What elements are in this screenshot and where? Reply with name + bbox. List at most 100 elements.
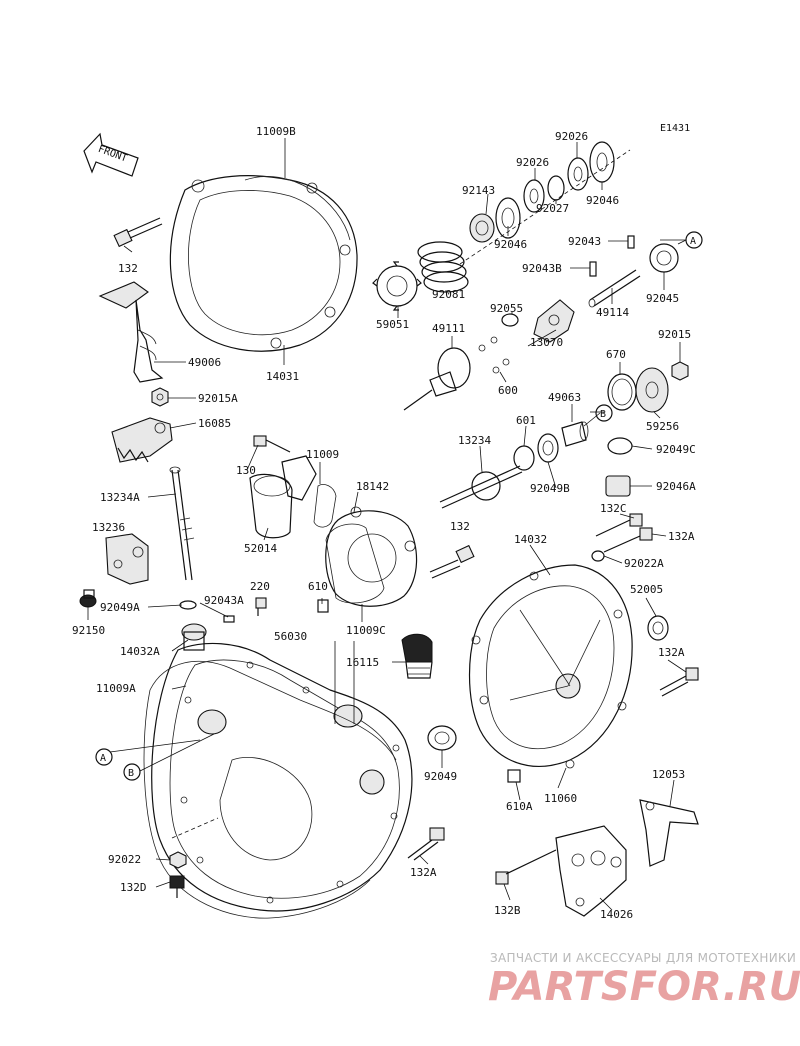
axis-line <box>459 149 631 265</box>
callout-130: 130 <box>236 464 256 477</box>
bolt-132C-drawing <box>595 513 643 537</box>
gasket-11009-drawing <box>313 484 337 528</box>
bolt-132A-low-drawing <box>407 827 445 861</box>
callout-13234A: 13234A <box>100 491 140 504</box>
washer-92022A-drawing <box>591 550 605 562</box>
seal-52005-drawing <box>647 615 669 641</box>
callout-92049A: 92049A <box>100 601 140 614</box>
callout-92049C: 92049C <box>656 443 696 456</box>
clutch-cover-drawing <box>169 175 358 352</box>
ring-670-drawing <box>607 373 637 411</box>
callout-49111: 49111 <box>432 322 465 335</box>
spring-92081-drawing <box>417 241 469 293</box>
callout-14032A: 14032A <box>120 645 160 658</box>
dowel-610-drawing <box>317 599 329 613</box>
callout-12053: 12053 <box>652 768 685 781</box>
callout-92022: 92022 <box>108 853 141 866</box>
kick-shaft-drawing <box>169 466 195 581</box>
guard-12053-drawing <box>639 799 699 867</box>
shaft-49114-drawing <box>588 269 641 308</box>
bolt-132-mid-drawing <box>429 544 475 579</box>
ref-marker-a-left: A <box>95 748 113 766</box>
svg-text:B: B <box>128 768 134 779</box>
callout-59256: 59256 <box>646 420 679 433</box>
breather-14032A-drawing <box>181 623 207 651</box>
callout-13070: 13070 <box>530 336 563 349</box>
callout-92027: 92027 <box>536 202 569 215</box>
callout-600: 600 <box>498 384 518 397</box>
callout-610: 610 <box>308 580 328 593</box>
washer-92027-drawing <box>547 175 565 201</box>
callout-49114: 49114 <box>596 306 629 319</box>
bearing-92046A-drawing <box>605 475 631 497</box>
kick-ratchet-drawing <box>111 417 173 463</box>
callout-11009: 11009 <box>306 448 339 461</box>
nut-92015-drawing <box>671 361 689 381</box>
impeller-13070-drawing <box>533 299 575 343</box>
svg-text:A: A <box>100 753 106 764</box>
callout-92046-b: 92046 <box>586 194 619 207</box>
callout-13236: 13236 <box>92 521 125 534</box>
callout-92143: 92143 <box>462 184 495 197</box>
callout-92081: 92081 <box>432 288 465 301</box>
callout-132-mid: 132 <box>450 520 470 533</box>
callout-49006: 49006 <box>188 356 221 369</box>
callout-132-top: 132 <box>118 262 138 275</box>
callout-92022A: 92022A <box>624 557 664 570</box>
callout-92046A: 92046A <box>656 480 696 493</box>
hose-fitting-drawing <box>281 455 317 501</box>
callout-132B: 132B <box>494 904 521 917</box>
bolt-92150-drawing <box>79 589 97 608</box>
watermark-tagline: ЗАПЧАСТИ И АКСЕССУАРЫ ДЛЯ МОТОТЕХНИКИ <box>490 951 796 965</box>
bearing-92045-drawing <box>649 243 679 273</box>
figure-code: E1431 <box>660 123 690 134</box>
watermark-logo: PARTSFOR.RU <box>488 964 800 1010</box>
front-label: FRONT <box>97 144 129 165</box>
bolt-132B-drawing <box>495 849 557 885</box>
callout-92026-b: 92026 <box>555 130 588 143</box>
svg-text:A: A <box>690 236 696 247</box>
plug-16115-drawing <box>401 633 433 679</box>
bolt-132A-right-drawing <box>659 667 699 697</box>
callout-132D: 132D <box>120 881 147 894</box>
callout-59051: 59051 <box>376 318 409 331</box>
ref-marker-b-left: B <box>123 763 141 781</box>
callout-92015A: 92015A <box>198 392 238 405</box>
bolt-132-drawing <box>113 217 163 248</box>
leader-lines <box>87 138 687 911</box>
pump-cover-18142-drawing <box>325 506 418 607</box>
gasket-11009A-drawing <box>143 660 397 919</box>
callout-13234: 13234 <box>458 434 491 447</box>
callout-14032: 14032 <box>514 533 547 546</box>
callout-92043A: 92043A <box>204 594 244 607</box>
ref-marker-a-right: A <box>685 231 703 249</box>
callout-16085: 16085 <box>198 417 231 430</box>
callout-610A: 610A <box>506 800 533 813</box>
oring-92055-drawing <box>501 313 519 327</box>
gear-59256-drawing <box>635 367 669 413</box>
pin-92043A-drawing <box>223 615 235 623</box>
bolt-132D-drawing <box>169 875 185 898</box>
dowel-610A-drawing <box>507 769 521 783</box>
kick-lever-drawing <box>98 281 164 383</box>
washer-92049A-drawing <box>179 600 197 610</box>
shaft-13234-drawing <box>439 465 523 509</box>
pin-92043-drawing <box>627 235 635 249</box>
callout-670: 670 <box>606 348 626 361</box>
clutch-cover-14032-drawing <box>468 564 633 769</box>
pin-92043B-drawing <box>589 261 597 277</box>
right-crankcase-cover-drawing <box>151 642 413 912</box>
callout-92045: 92045 <box>646 292 679 305</box>
callout-92049B: 92049B <box>530 482 570 495</box>
washer-92026-a-drawing <box>523 179 545 213</box>
callout-11060: 11060 <box>544 792 577 805</box>
callout-92150: 92150 <box>72 624 105 637</box>
washer-92022-drawing <box>169 851 187 869</box>
balls-600-drawing <box>478 336 510 374</box>
callout-132C: 132C <box>600 502 627 515</box>
callout-220: 220 <box>250 580 270 593</box>
callout-56030: 56030 <box>274 630 307 643</box>
bolt-130-drawing <box>253 435 291 453</box>
